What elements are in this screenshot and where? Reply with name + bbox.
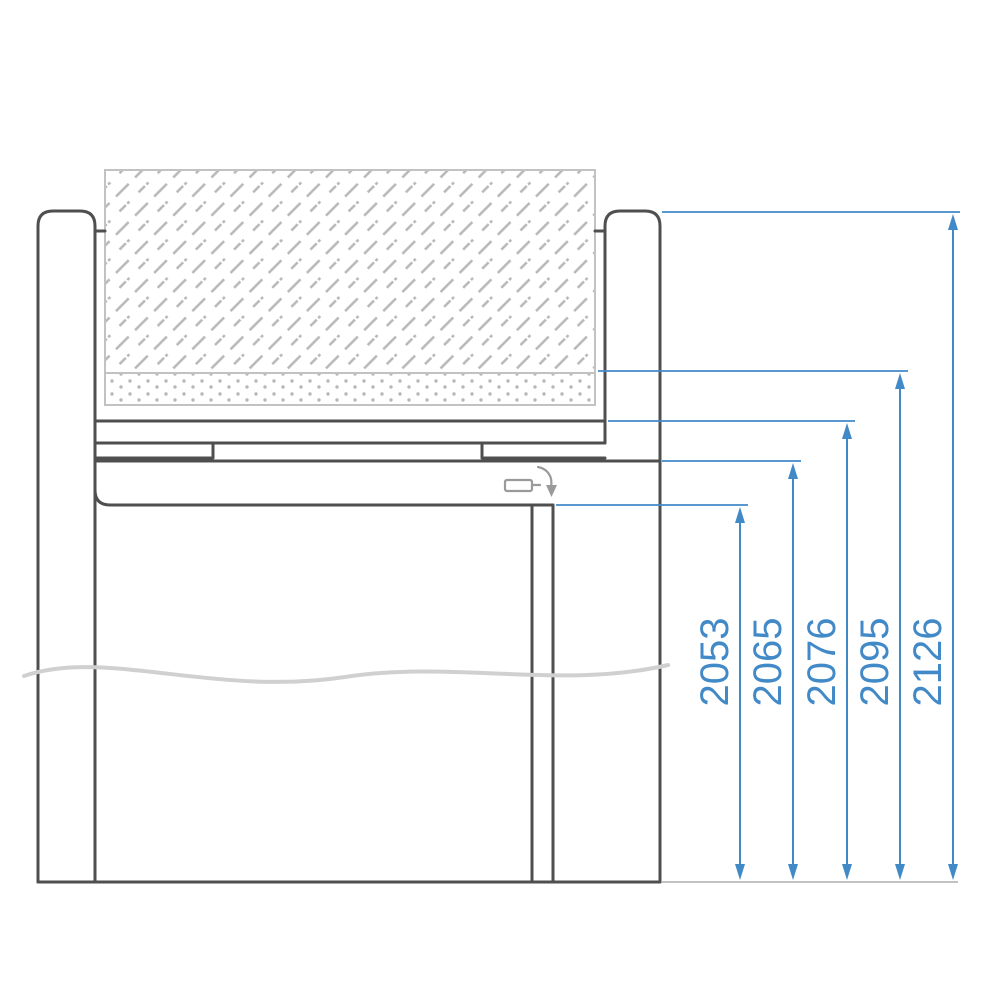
dimension-label: 2053 bbox=[693, 618, 737, 707]
dimension-label: 2126 bbox=[906, 618, 950, 707]
band-bottom-line bbox=[93, 488, 555, 507]
arrow-down-icon bbox=[842, 864, 852, 880]
handle-body bbox=[503, 478, 534, 493]
wall-section bbox=[104, 169, 596, 406]
dimension-2076: 2076 bbox=[608, 420, 855, 880]
handle-arrow-head-icon bbox=[546, 485, 557, 497]
dimension-2126: 2126 bbox=[662, 211, 960, 880]
arrow-up-icon bbox=[788, 463, 798, 479]
frame-profile bbox=[36, 209, 662, 884]
dimension-label: 2065 bbox=[746, 618, 790, 707]
masonry-hatch-area bbox=[105, 170, 595, 373]
dimension-label: 2095 bbox=[853, 618, 897, 707]
wall-outline bbox=[104, 169, 596, 406]
arrow-down-icon bbox=[788, 864, 798, 880]
insulation-dots-band bbox=[105, 373, 595, 405]
dimension-label: 2076 bbox=[800, 618, 844, 707]
arrow-down-icon bbox=[895, 864, 905, 880]
handle-crank-icon bbox=[503, 465, 557, 497]
dimension-2065: 2065 bbox=[662, 460, 801, 880]
arrow-up-icon bbox=[948, 214, 958, 230]
frame-right-member bbox=[603, 209, 662, 884]
sill-right-tab bbox=[480, 441, 607, 460]
arrow-up-icon bbox=[895, 373, 905, 389]
sill-left-tab bbox=[93, 441, 215, 460]
arrow-up-icon bbox=[735, 507, 745, 523]
arrow-up-icon bbox=[842, 423, 852, 439]
arrow-down-icon bbox=[735, 864, 745, 880]
dimension-2095: 2095 bbox=[598, 370, 908, 880]
handle-arrow-curve bbox=[536, 465, 553, 489]
frame-left-member bbox=[36, 209, 97, 884]
dimension-2053: 2053 bbox=[556, 504, 748, 880]
arrow-down-icon bbox=[948, 864, 958, 880]
break-line bbox=[22, 663, 670, 684]
